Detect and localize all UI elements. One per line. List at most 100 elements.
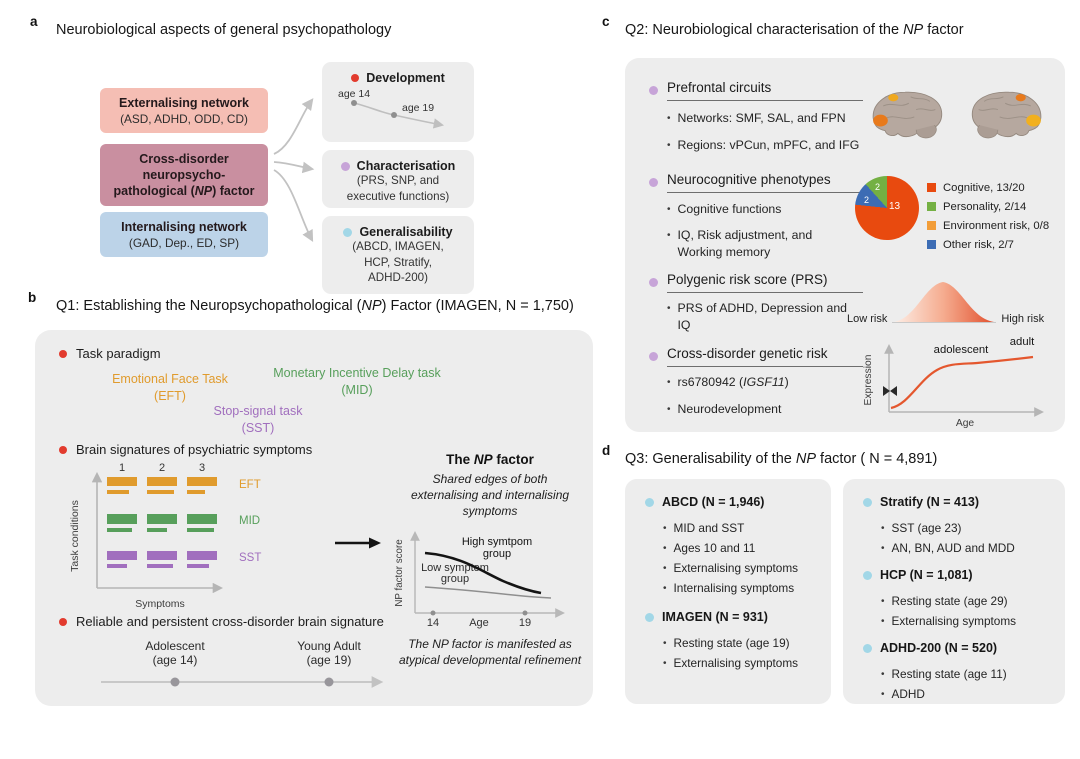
adolescent-label: adolescent [934, 344, 990, 356]
characterisation-sub1: (PRS, SNP, and [356, 174, 440, 187]
panel-a-label: a [30, 14, 38, 29]
arrow-to-generalisability [273, 169, 314, 243]
development-box: Development age 14 age 19 [322, 62, 474, 142]
externalising-subtitle: (ASD, ADHD, ODD, CD) [120, 112, 248, 126]
mid-task-label: Monetary Incentive Delay task (MID) [257, 365, 457, 399]
np-factor-caption: The NP factor is manifested as atypical … [398, 636, 582, 667]
genetic-section-heading: Cross-disorder genetic risk [649, 346, 863, 367]
adult-label: adult [1010, 336, 1035, 348]
low-risk-label: Low risk [847, 313, 888, 325]
legend-label-personality: Personality, 2/14 [943, 200, 1027, 213]
high-group-curve [424, 551, 541, 594]
imagen-item-1: Resting state (age 19) [663, 635, 790, 652]
development-header: Development [322, 62, 474, 85]
abcd-item-1: MID and SST [663, 520, 745, 537]
task-paradigm-heading: Task paradigm [76, 346, 161, 361]
legend-swatch-other [927, 240, 936, 249]
eft-line1: Emotional Face Task [112, 372, 228, 386]
brain-images [861, 84, 1053, 148]
expression-x-axis-label: Age [956, 418, 975, 429]
prs-section-heading: Polygenic risk score (PRS) [649, 272, 863, 293]
np-factor-title-np: NP [473, 452, 493, 467]
high-group-label-1: High symtpom [461, 536, 531, 548]
legend-label-cognitive: Cognitive, 13/20 [943, 181, 1025, 194]
imagen-item-2: Externalising symptoms [663, 655, 799, 672]
arrow-to-characterisation [273, 161, 315, 174]
blue-bullet-icon [863, 497, 872, 507]
imagen-group-heading: IMAGEN (N = 931) [645, 610, 768, 624]
stratify-item-1: SST (age 23) [881, 520, 962, 537]
development-title: Development [366, 71, 445, 85]
stratify-item-2: AN, BN, AUD and MDD [881, 540, 1015, 557]
development-trajectory-chart: age 14 age 19 [338, 88, 445, 129]
externalising-title: Externalising network [119, 96, 249, 110]
adhd200-item-1: Resting state (age 11) [881, 666, 1007, 683]
pie-legend: Cognitive, 13/20 Personality, 2/14 Envir… [927, 178, 1049, 254]
np-factor-title: The NP factor [387, 452, 593, 467]
panel-b-title-np: NP [361, 298, 382, 314]
np-chart-tick-14: 14 [426, 617, 438, 629]
axis-break-icon [883, 386, 897, 396]
timeline-start-label-1: Adolescent [145, 639, 205, 653]
fanout-arrows [273, 98, 315, 243]
low-group-label-2: group [440, 573, 468, 585]
matrix-col1-label: 1 [119, 462, 125, 474]
prefrontal-heading-text: Prefrontal circuits [667, 80, 863, 101]
neurocognitive-heading-text: Neurocognitive phenotypes [667, 172, 863, 193]
panel-c-title: Q2: Neurobiological characterisation of … [625, 22, 964, 38]
persistence-heading: Reliable and persistent cross-disorder b… [76, 614, 384, 629]
prs-heading-text: Polygenic risk score (PRS) [667, 272, 863, 293]
legend-row-other: Other risk, 2/7 [927, 235, 1049, 254]
legend-swatch-personality [927, 202, 936, 211]
panel-a-title: Neurobiological aspects of general psych… [56, 22, 392, 38]
high-group-label-2: group [482, 548, 510, 560]
np-factor-title-pre: The [446, 452, 474, 467]
prefrontal-item-networks: Networks: SMF, SAL, and FPN [667, 110, 846, 127]
arrow-to-development [273, 98, 314, 155]
panel-b-card: Task paradigm Emotional Face Task (EFT) … [35, 330, 593, 706]
abcd-item-3: Externalising symptoms [663, 560, 799, 577]
np-box-line1: Cross-disorder [139, 152, 229, 166]
purple-bullet-icon [649, 86, 658, 95]
hcp-item-1: Resting state (age 29) [881, 593, 1008, 610]
panel-b-title-post: ) Factor (IMAGEN, N = 1,750) [381, 298, 574, 314]
panel-c-title-pre: Q2: Neurobiological characterisation of … [625, 22, 904, 38]
age-timeline: Adolescent (age 14) Young Adult (age 19) [101, 639, 384, 688]
np-chart-y-axis-label: NP factor score [394, 538, 405, 606]
internalising-network-box: Internalising network (GAD, Dep., ED, SP… [100, 212, 268, 257]
transform-arrow-icon [335, 537, 381, 549]
prefrontal-item-regions: Regions: vPCun, mPFC, and IFG [667, 137, 860, 154]
snp-post: ) [784, 375, 789, 389]
np-factor-box: Cross-disorder neuropsycho- pathological… [100, 144, 268, 206]
panel-d-title-np: NP [795, 451, 817, 467]
sst-task-label: Stop-signal task (SST) [185, 403, 331, 437]
legend-row-cognitive: Cognitive, 13/20 [927, 178, 1049, 197]
legend-label-environment: Environment risk, 0/8 [943, 219, 1050, 232]
high-risk-label: High risk [1001, 313, 1045, 325]
pie-label-personality: 2 [875, 182, 881, 192]
generalisability-sub1: (ABCD, IMAGEN, [352, 240, 444, 253]
persistence-row: Reliable and persistent cross-disorder b… [59, 614, 384, 629]
risk-curve [892, 282, 997, 323]
np-box-line2: neuropsycho- [142, 168, 226, 182]
legend-swatch-cognitive [927, 183, 936, 192]
expression-y-axis-label: Expression [863, 354, 874, 405]
panel-b-title: Q1: Establishing the Neuropsychopatholog… [56, 298, 574, 314]
np-box-line3-pre: pathological ( [113, 184, 195, 198]
generalisability-header: Generalisability [322, 216, 474, 239]
genetic-heading-text: Cross-disorder genetic risk [667, 346, 863, 367]
panel-c-title-post: factor [923, 22, 964, 38]
np-trajectory-chart: NP factor score 14 Age 19 High symtpom g… [394, 530, 565, 629]
abcd-item-4: Internalising symptoms [663, 580, 795, 597]
generalisability-sub3: ADHD-200) [368, 271, 428, 285]
prefrontal-section-heading: Prefrontal circuits [649, 80, 863, 101]
age-14-point [351, 100, 357, 106]
timeline-end-label-2: (age 19) [307, 653, 352, 667]
blue-bullet-icon [863, 643, 872, 653]
risk-distribution: Low risk High risk [847, 270, 1044, 328]
blue-bullet-icon [343, 227, 353, 237]
panel-b-label: b [28, 290, 37, 305]
matrix-row-eft-label: EFT [239, 479, 261, 491]
pie-label-other: 2 [864, 195, 870, 205]
np-factor-summary: The NP factor Shared edges of both exter… [387, 452, 593, 668]
